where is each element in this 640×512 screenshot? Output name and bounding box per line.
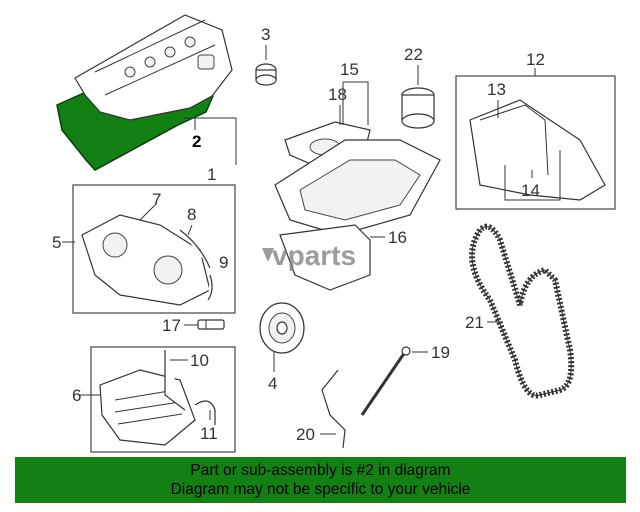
crank-pulley-part-4[interactable] <box>259 302 305 354</box>
seal-part-9[interactable] <box>207 274 213 301</box>
oil-filler-cap-part-3[interactable] <box>255 63 277 86</box>
footer-line-2: Diagram may not be specific to your vehi… <box>170 481 471 498</box>
callout-10: 10 <box>190 351 209 370</box>
gasket-part-13[interactable] <box>479 104 549 176</box>
group-box-lower-cover <box>90 346 236 453</box>
callout-20: 20 <box>296 425 315 444</box>
timing-cover-assembly <box>81 214 213 306</box>
hose-part-10[interactable] <box>164 350 186 411</box>
oil-filter-part-22[interactable] <box>401 87 435 129</box>
callout-1: 1 <box>207 165 216 184</box>
callout-16: 16 <box>388 228 407 247</box>
callout-17: 17 <box>162 316 181 335</box>
footer-line-1: Part or sub-assembly is #2 in diagram <box>190 462 451 479</box>
callout-11: 11 <box>200 424 218 443</box>
upper-cover-assembly <box>469 99 606 201</box>
callout-7: 7 <box>152 190 161 209</box>
valve-cover-assembly <box>56 14 233 171</box>
callout-6: 6 <box>72 386 81 405</box>
parts-diagram: 1 2 3 4 5 6 7 8 9 10 11 12 13 14 15 16 1… <box>52 14 616 453</box>
timing-belt-part-21[interactable] <box>469 223 575 399</box>
oil-pan-assembly <box>274 121 441 291</box>
callout-4: 4 <box>268 374 277 393</box>
group-box-timing-cover <box>72 184 236 314</box>
dipstick-tube-part-20[interactable] <box>321 369 346 449</box>
callout-13: 13 <box>487 80 506 99</box>
footer-banner: Part or sub-assembly is #2 in diagram Di… <box>15 457 626 503</box>
callout-21: 21 <box>465 313 484 332</box>
watermark-text: vparts <box>272 240 356 271</box>
callout-2: 2 <box>192 132 201 151</box>
vparts-watermark: vparts <box>262 240 356 271</box>
callout-22: 22 <box>404 45 423 64</box>
callout-5: 5 <box>52 233 61 252</box>
oil-pan-lower-part-16[interactable] <box>279 224 371 291</box>
callout-12: 12 <box>526 50 545 69</box>
callout-8: 8 <box>187 205 196 224</box>
callout-15: 15 <box>340 60 359 79</box>
bolt-part-17[interactable] <box>197 319 225 330</box>
dipstick-assembly <box>321 346 411 449</box>
callout-9: 9 <box>219 253 228 272</box>
dipstick-part-19[interactable] <box>360 351 407 416</box>
callout-18: 18 <box>328 85 347 104</box>
seal-part-8[interactable] <box>179 229 211 269</box>
vparts-logo-icon <box>262 248 274 262</box>
callout-19: 19 <box>431 343 450 362</box>
gasket-part-14[interactable] <box>504 150 561 201</box>
callout-3: 3 <box>261 25 270 44</box>
callout-14: 14 <box>521 181 540 200</box>
lower-cover-assembly <box>99 350 216 446</box>
hose-part-11[interactable] <box>194 400 216 425</box>
timing-cover-part-12[interactable] <box>469 99 606 201</box>
